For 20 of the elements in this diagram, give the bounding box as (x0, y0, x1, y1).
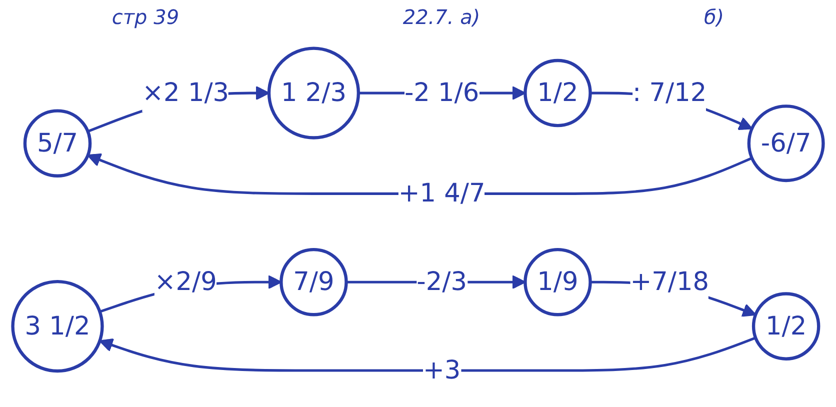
edge-label: ×2 1/3 (142, 77, 230, 108)
node-circle: 1 2/3 (267, 46, 360, 140)
node-circle: 7/9 (280, 248, 348, 316)
handwritten-label: 22.7. а) (402, 5, 480, 29)
node-circle: 3 1/2 (11, 280, 104, 373)
arrow (99, 336, 756, 372)
edge-label: -2/3 (416, 266, 467, 296)
edge-label: +7/18 (630, 266, 709, 296)
node-circle: 1/9 (524, 248, 592, 316)
node-circle: -6/7 (747, 104, 825, 182)
edge-label: ×2/9 (154, 266, 217, 296)
edge-label: -2 1/6 (404, 77, 480, 108)
node-circle: 5/7 (23, 109, 92, 178)
edge-label: +3 (422, 354, 461, 385)
edge-label: : 7/12 (632, 77, 707, 108)
node-circle: 1/2 (752, 292, 820, 360)
node-circle: 1/2 (524, 58, 592, 128)
edge-label: +1 4/7 (398, 178, 486, 208)
handwritten-label: б) (704, 5, 724, 29)
handwritten-label: стр 39 (112, 5, 180, 29)
